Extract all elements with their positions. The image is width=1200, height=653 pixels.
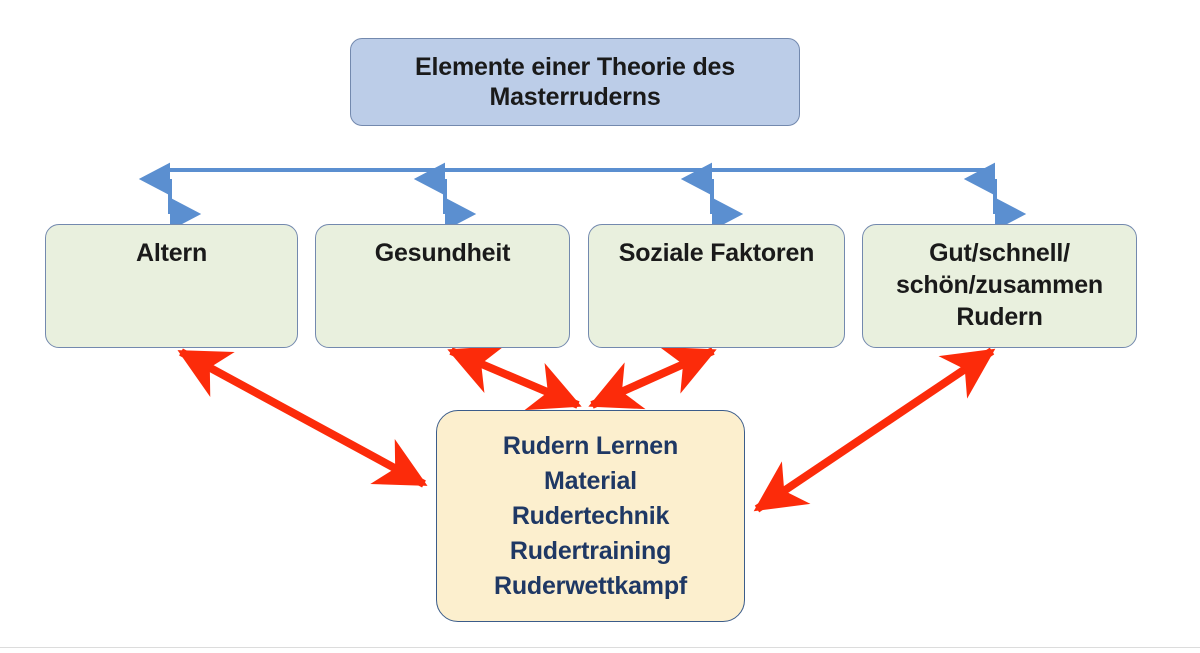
bottom-divider [0,647,1200,648]
red-arrow-gut-schnell-center [753,347,996,513]
node-altern-label: Altern [135,239,208,267]
node-gut-schnell-schoen-zusammen-rudern: Gut/schnell/ schön/zusammen Rudern [862,224,1137,348]
node-soziale-faktoren: Soziale Faktoren [588,224,845,348]
node-altern: Altern [45,224,298,348]
red-arrow-altern-center [177,348,428,488]
red-arrow-soziale-faktoren-center [588,346,717,410]
red-arrow-gesundheit-center [447,345,582,411]
node-gut-schnell-label: Gut/schnell/ schön/zusammen Rudern [896,239,1103,331]
node-gesundheit-label: Gesundheit [374,239,511,267]
node-title: Elemente einer Theorie des Masterruderns [350,38,800,126]
node-title-label: Elemente einer Theorie des Masterruderns [415,52,735,112]
node-gesundheit: Gesundheit [315,224,570,348]
node-soziale-faktoren-label: Soziale Faktoren [618,239,815,267]
